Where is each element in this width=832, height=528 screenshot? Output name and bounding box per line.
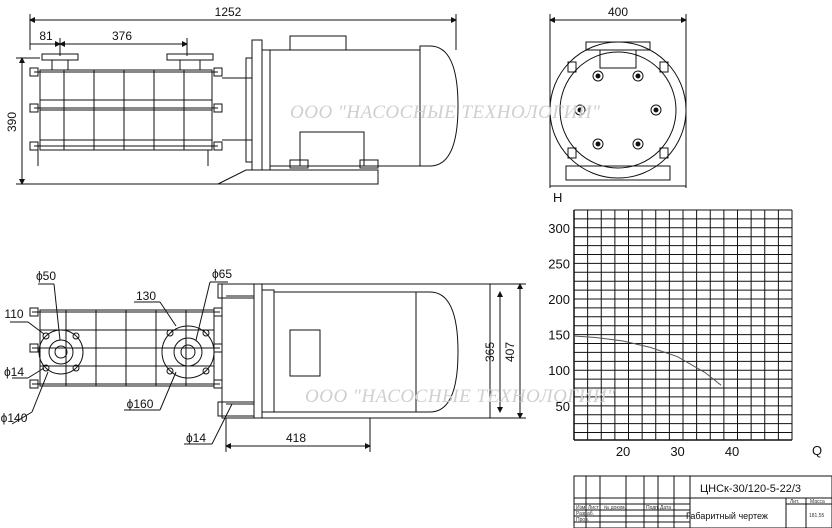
- y-tick-label: 200: [548, 292, 570, 307]
- x-tick-label: 30: [670, 444, 684, 459]
- front-view: [549, 14, 687, 188]
- chart-series: [573, 335, 722, 386]
- tb-designation: ЦНСк-30/120-5-22/3: [700, 483, 801, 495]
- watermark-bottom: ООО "НАСОСНЫЕ ТЕХНОЛОГИИ": [305, 386, 616, 407]
- x-tick-label: 40: [725, 444, 739, 459]
- dim-base-width-inner: 365: [483, 342, 497, 362]
- dim-dn-discharge: ϕ65: [212, 267, 232, 281]
- y-tick-label: 250: [548, 256, 570, 271]
- plan-view: [10, 281, 526, 452]
- dim-base-hole: ϕ14: [186, 431, 206, 445]
- tb-lit: Лит.: [790, 499, 799, 505]
- tb-col-list: Лист: [588, 505, 600, 511]
- y-tick-label: 100: [548, 363, 570, 378]
- chart-grid: [573, 209, 793, 441]
- performance-chart: 50 100 150 200 250 300 20 30 40 H Q: [548, 190, 822, 459]
- tb-mass-value: 181,55: [809, 513, 825, 519]
- tb-row-prov: Пров.: [576, 517, 589, 523]
- x-tick-label: 20: [616, 444, 630, 459]
- chart-ylabel: H: [553, 190, 562, 205]
- title-block: [573, 475, 832, 528]
- dim-base-width-outer: 407: [503, 342, 517, 362]
- tb-col-date: Дата: [660, 505, 671, 511]
- watermark-top: ООО "НАСОСНЫЕ ТЕХНОЛОГИИ": [290, 102, 601, 123]
- chart-xlabel: Q: [812, 443, 822, 458]
- tb-col-sign: Подп.: [646, 505, 659, 511]
- dim-flange-offset: 81: [39, 29, 53, 43]
- tb-col-izm: Изм.: [576, 505, 587, 511]
- y-tick-label: 150: [548, 328, 570, 343]
- title-block-text: ЦНСк-30/120-5-22/3 Габаритный чертеж Изм…: [576, 483, 825, 523]
- dim-front-width: 400: [608, 5, 628, 19]
- series-line: [573, 335, 722, 386]
- tb-row-razrab: Разраб.: [576, 511, 594, 517]
- dimension-labels: 1252 81 376 390 400 ϕ50 ϕ65 110 130 ϕ14 …: [1, 5, 629, 445]
- dim-bolt-circle-right: ϕ160: [127, 397, 154, 411]
- dim-bolt-circle-left: ϕ140: [1, 411, 28, 425]
- dim-base-length: 418: [286, 431, 306, 445]
- dim-overall-length: 1252: [215, 5, 242, 19]
- dim-flange-other: 130: [136, 289, 156, 303]
- dim-dn-suction: ϕ50: [36, 269, 56, 283]
- dim-flange-spacing: 376: [112, 29, 132, 43]
- y-tick-label: 50: [556, 399, 570, 414]
- dim-height: 390: [5, 112, 19, 132]
- dim-hole-left: ϕ14: [4, 365, 24, 379]
- tb-doc-title: Габаритный чертеж: [686, 511, 768, 521]
- y-tick-label: 300: [548, 221, 570, 236]
- dim-flange-inner: 110: [4, 307, 23, 321]
- chart-yticks: 50 100 150 200 250 300: [548, 221, 570, 414]
- tb-massa: Масса: [810, 499, 825, 505]
- tb-col-doc: № докум.: [604, 505, 626, 511]
- side-view-top: [16, 14, 459, 185]
- chart-xticks: 20 30 40: [616, 444, 739, 459]
